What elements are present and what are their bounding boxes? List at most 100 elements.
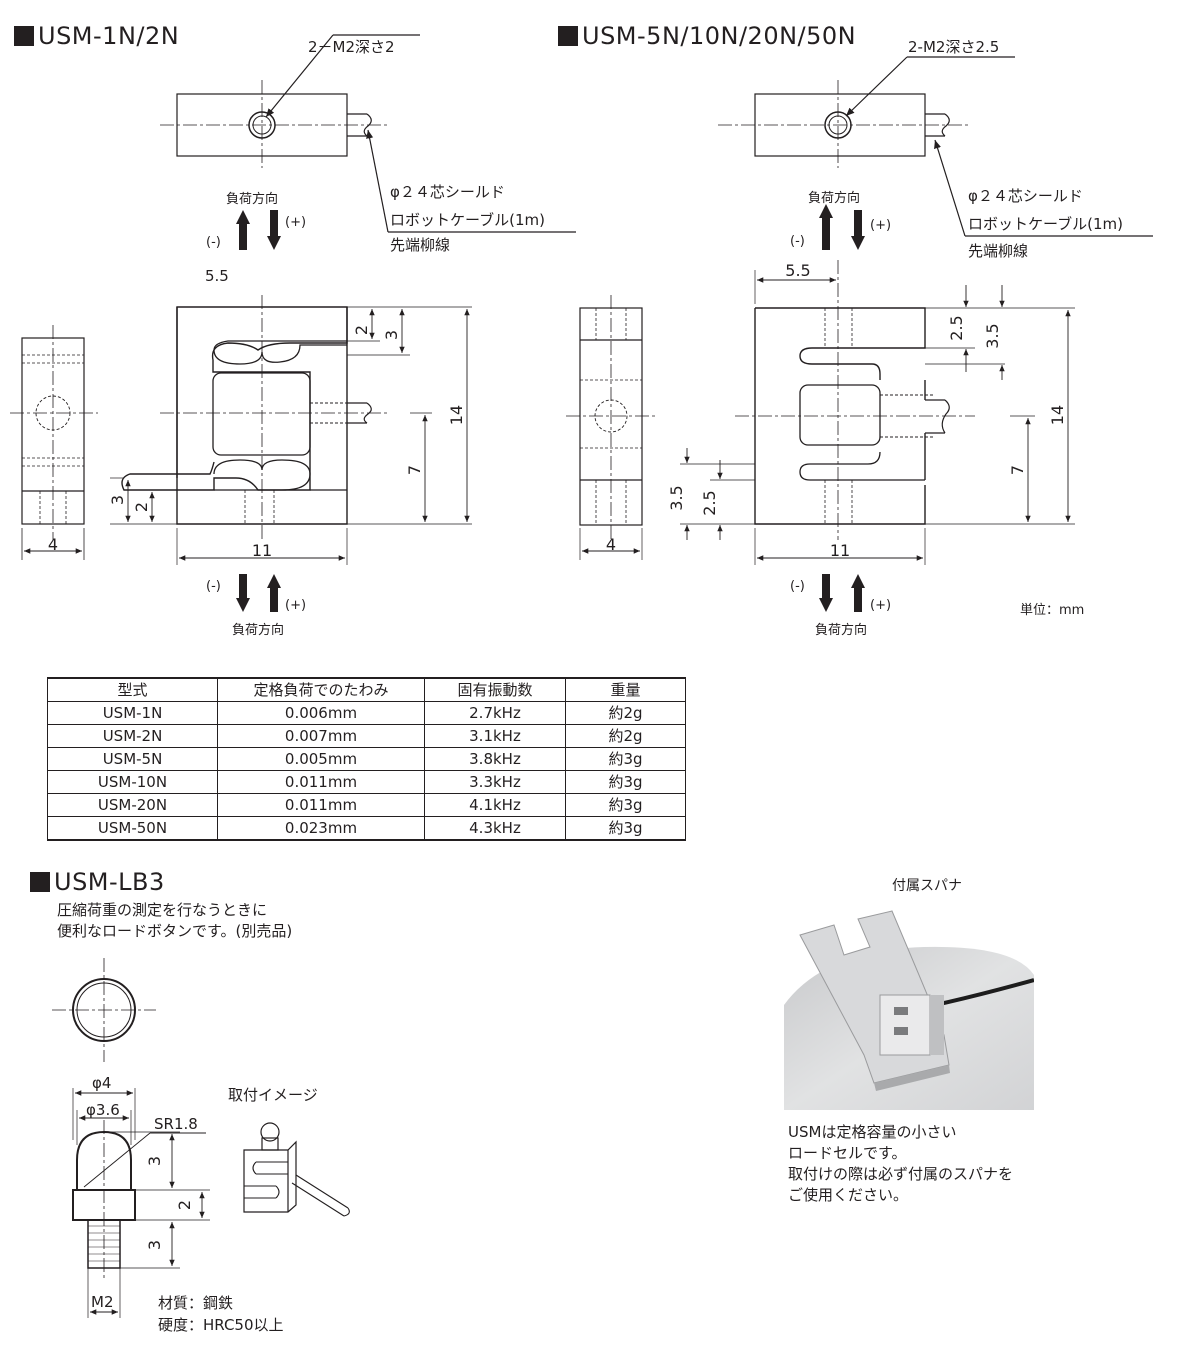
lb3-mount-label: 取付イメージ <box>228 1086 318 1104</box>
table-cell: 2.7kHz <box>424 701 566 725</box>
section-title-text: USM-1N/2N <box>38 22 180 50</box>
left-load-dir-top: 負荷方向 <box>226 191 278 207</box>
lb3-material: 材質：鋼鉄 <box>158 1294 233 1312</box>
table-cell: 4.3kHz <box>424 816 566 841</box>
left-dim-11: 11 <box>252 541 272 560</box>
right-thread-note: 2-M2深さ2.5 <box>908 38 999 56</box>
left-dim-2: 2 <box>352 325 371 335</box>
lb3-dim-phi4: φ4 <box>92 1074 111 1092</box>
table-cell: 約2g <box>565 724 686 748</box>
left-dim-3b: 3 <box>108 495 127 505</box>
left-minus-top: (-) <box>206 235 221 250</box>
table-header-row: 型式 定格負荷でのたわみ 固有振動数 重量 <box>47 677 686 702</box>
photo-note: USMは定格容量の小さい ロードセルです。 取付けの際は必ず付属のスパナを ご使… <box>788 1122 1013 1206</box>
left-dim-4: 4 <box>48 535 58 554</box>
table-cell: 3.8kHz <box>424 747 566 771</box>
right-dim-5-5: 5.5 <box>785 261 810 280</box>
lb3-hardness: 硬度：HRC50以上 <box>158 1316 284 1334</box>
left-front-view-outline <box>176 306 348 491</box>
drawings-svg: 2－M2深さ2 φ２４芯シールド ロボットケーブル(1m) 先端柳線 負荷方向 … <box>10 34 1153 638</box>
table-cell: 0.006mm <box>217 701 425 725</box>
left-dim-3: 3 <box>382 330 401 340</box>
spec-table: 型式 定格負荷でのたわみ 固有振動数 重量 USM-1N 0.006mm 2.7… <box>47 677 686 841</box>
table-cell: 0.011mm <box>217 770 425 794</box>
photo-note-line-4: ご使用ください。 <box>788 1186 909 1204</box>
lb3-drawing-svg: φ4 φ3.6 SR1.8 3 2 3 M2 取付イメージ 材質：鋼鉄 硬度：H… <box>52 958 350 1334</box>
left-cable-note-3: 先端柳線 <box>390 236 450 254</box>
table-cell: 0.023mm <box>217 816 425 841</box>
title-square-icon <box>30 872 50 892</box>
table-cell: 約3g <box>565 770 686 794</box>
right-dim-3-5b: 3.5 <box>667 485 686 510</box>
table-row: USM-5N 0.005mm 3.8kHz 約3g <box>47 747 686 771</box>
lb3-dim-3b: 3 <box>145 1240 164 1250</box>
table-cell: USM-10N <box>47 770 218 794</box>
left-dim-2b: 2 <box>132 502 151 512</box>
left-thread-note: 2－M2深さ2 <box>308 38 395 56</box>
left-cable-note-2: ロボットケーブル(1m) <box>390 211 545 229</box>
table-cell: USM-5N <box>47 747 218 771</box>
lb3-dim-sr: SR1.8 <box>154 1115 198 1133</box>
right-minus-bottom: (-) <box>790 579 805 594</box>
left-load-dir-bottom: 負荷方向 <box>232 622 284 638</box>
table-cell: USM-50N <box>47 816 218 841</box>
photo-note-line-2: ロードセルです。 <box>788 1144 907 1162</box>
left-minus-bottom: (-) <box>206 579 221 594</box>
lb3-desc-line-1: 圧縮荷重の測定を行なうときに <box>57 901 268 919</box>
right-dim-3-5: 3.5 <box>983 323 1002 348</box>
table-row: USM-20N 0.011mm 4.1kHz 約3g <box>47 793 686 817</box>
spanner-photo <box>784 895 1034 1110</box>
table-cell: 3.1kHz <box>424 724 566 748</box>
table-cell: 0.011mm <box>217 793 425 817</box>
left-dim-7: 7 <box>405 465 424 475</box>
left-partial-dim: 5.5 <box>205 267 229 285</box>
lb3-dim-2: 2 <box>175 1200 194 1210</box>
left-plus-bottom: (+) <box>285 598 306 613</box>
right-load-dir-bottom: 負荷方向 <box>815 622 867 638</box>
title-square-icon <box>14 26 34 46</box>
lb3-dim-3a: 3 <box>145 1156 164 1166</box>
right-load-dir-top: 負荷方向 <box>808 190 860 206</box>
table-cell: 約3g <box>565 816 686 841</box>
table-cell: 約3g <box>565 747 686 771</box>
right-plus-bottom: (+) <box>870 598 891 613</box>
table-row: USM-50N 0.023mm 4.3kHz 約3g <box>47 816 686 841</box>
right-dim-2-5: 2.5 <box>947 315 966 340</box>
table-row: USM-10N 0.011mm 3.3kHz 約3g <box>47 770 686 794</box>
left-plus-top: (+) <box>285 215 306 230</box>
right-cable-note-2: ロボットケーブル(1m) <box>968 215 1123 233</box>
table-cell: 約3g <box>565 793 686 817</box>
table-cell: 0.005mm <box>217 747 425 771</box>
right-dim-14: 14 <box>1048 405 1067 425</box>
section-title-usm-1n-2n: USM-1N/2N <box>14 22 179 50</box>
right-plus-top: (+) <box>870 218 891 233</box>
lb3-description: 圧縮荷重の測定を行なうときに 便利なロードボタンです。(別売品) <box>57 900 292 942</box>
table-row: USM-2N 0.007mm 3.1kHz 約2g <box>47 724 686 748</box>
table-cell: USM-1N <box>47 701 218 725</box>
unit-label: 単位：mm <box>1020 602 1084 618</box>
table-header-cell: 定格負荷でのたわみ <box>217 677 425 702</box>
left-cable-note-1: φ２４芯シールド <box>390 183 505 201</box>
right-cable-note-1: φ２４芯シールド <box>968 187 1083 205</box>
section-title-text: USM-LB3 <box>54 868 165 896</box>
photo-note-line-3: 取付けの際は必ず付属のスパナを <box>788 1165 1014 1183</box>
table-cell: 4.1kHz <box>424 793 566 817</box>
right-dim-11: 11 <box>830 541 850 560</box>
table-header-cell: 重量 <box>565 677 686 702</box>
table-cell: 0.007mm <box>217 724 425 748</box>
section-title-text: USM-5N/10N/20N/50N <box>582 22 857 50</box>
right-dim-7: 7 <box>1008 465 1027 475</box>
section-title-usm-lb3: USM-LB3 <box>30 868 165 896</box>
lb3-dim-m2: M2 <box>91 1293 114 1311</box>
table-cell: USM-2N <box>47 724 218 748</box>
right-dim-4: 4 <box>606 535 616 554</box>
table-header-cell: 固有振動数 <box>424 677 566 702</box>
table-cell: 3.3kHz <box>424 770 566 794</box>
lb3-dim-phi36: φ3.6 <box>86 1101 120 1119</box>
table-cell: USM-20N <box>47 793 218 817</box>
table-row: USM-1N 0.006mm 2.7kHz 約2g <box>47 701 686 725</box>
right-dim-2-5b: 2.5 <box>700 490 719 515</box>
table-header-cell: 型式 <box>47 677 218 702</box>
section-title-usm-5n-50n: USM-5N/10N/20N/50N <box>558 22 856 50</box>
lb3-desc-line-2: 便利なロードボタンです。(別売品) <box>57 922 293 940</box>
